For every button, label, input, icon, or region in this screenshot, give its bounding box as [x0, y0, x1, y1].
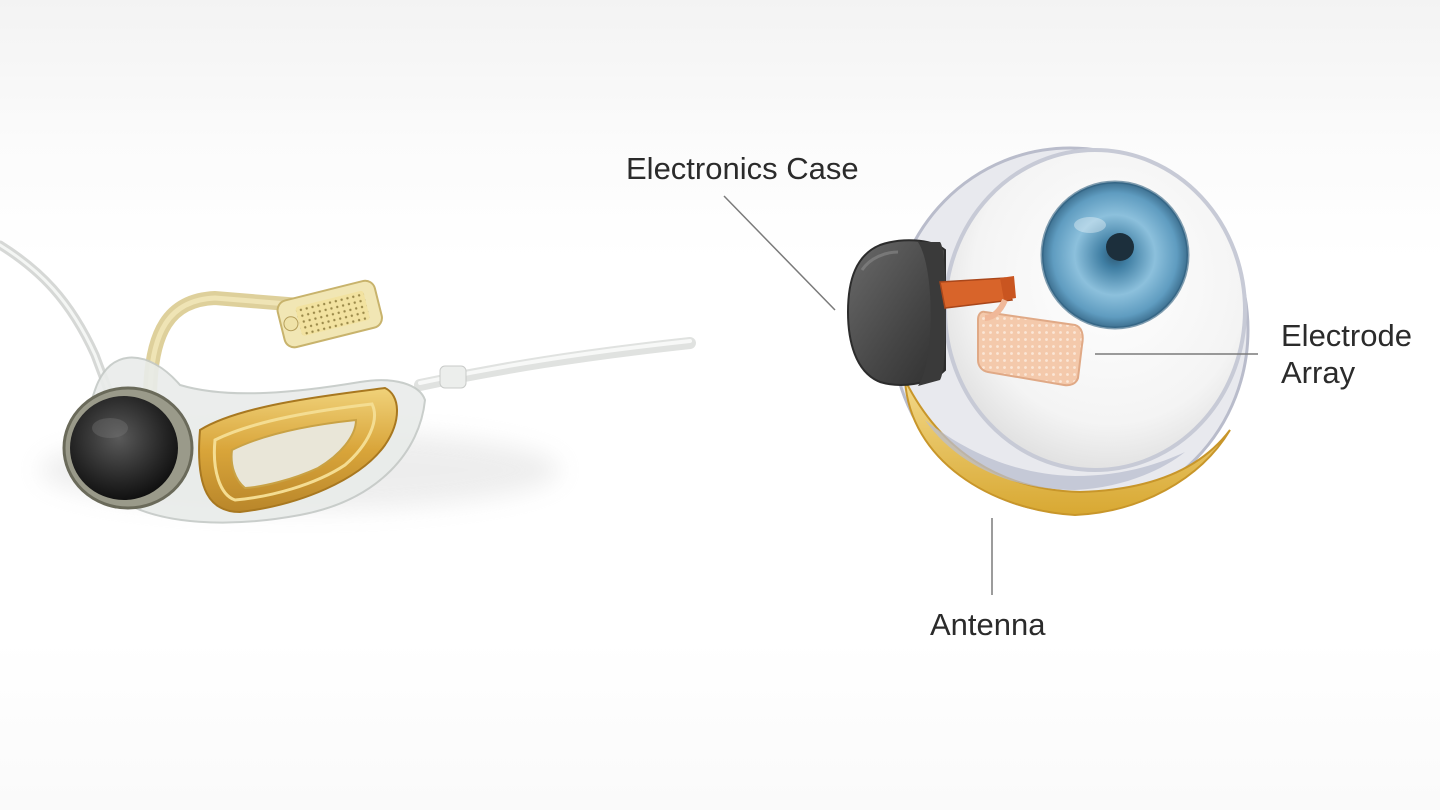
cable: [939, 277, 1013, 309]
electronics-case: [846, 239, 946, 386]
label-electronics-case: Electronics Case: [626, 151, 859, 186]
leader-line-electronics-case: [723, 195, 836, 311]
electrode-array: [977, 298, 1084, 387]
eye-illustration: [846, 146, 1250, 517]
label-electrode-array-line2: Array: [1281, 355, 1356, 390]
label-electrode-array: Electrode Array: [1281, 317, 1412, 391]
label-electrode-array-line1: Electrode: [1281, 318, 1412, 353]
iris-icon: [1040, 180, 1190, 330]
retinal-implant-device: [0, 240, 696, 524]
label-antenna: Antenna: [930, 607, 1046, 642]
